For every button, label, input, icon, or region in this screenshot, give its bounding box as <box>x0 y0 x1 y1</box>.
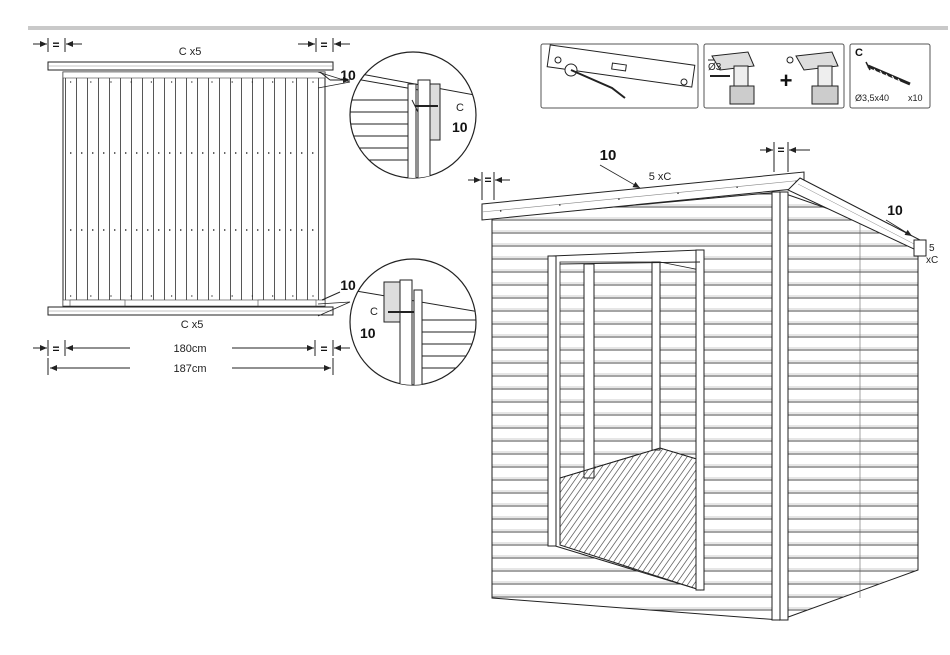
screw-count: x10 <box>908 93 923 103</box>
header-bar <box>28 26 948 30</box>
tool-level-box <box>541 44 698 108</box>
detail-top-step: 10 <box>452 119 468 135</box>
plan-top-left-equal: = <box>52 38 59 52</box>
dim-left-equal: = <box>52 342 59 356</box>
shed-step-side: 10 <box>887 202 903 218</box>
drill-bit-label: Ø3 <box>708 62 722 73</box>
shed-side-screw: xC <box>926 255 938 266</box>
roof-plan-view: = = C x5 10 10 C x5 <box>33 38 356 375</box>
shed-right-equal: = <box>777 143 784 157</box>
shed-side-wall <box>780 192 918 620</box>
shed-step-front: 10 <box>600 147 617 164</box>
tool-plus-sign: + <box>780 68 793 93</box>
shed-side-count: 5 <box>929 243 935 254</box>
plan-top-label: C x5 <box>179 46 202 58</box>
screw-size: Ø3,5x40 <box>855 93 889 103</box>
detail-bottom-screw: C <box>370 306 378 318</box>
dim-right-equal: = <box>320 342 327 356</box>
shed-front-screws: 5 xC <box>649 171 672 183</box>
plan-roof-boards <box>63 72 325 306</box>
tool-drill-box: Ø3 + <box>704 44 844 108</box>
shed-left-equal: = <box>484 173 491 187</box>
screw-label: C <box>855 47 863 59</box>
shed-side-batten-end <box>914 240 926 256</box>
detail-bottom-step: 10 <box>360 325 376 341</box>
shed-isometric-view: 10 5 xC = = 10 5 xC <box>468 142 938 620</box>
plan-step-bottom: 10 <box>340 277 356 293</box>
dim-outer-width: 187cm <box>173 363 206 375</box>
plan-top-right-equal: = <box>320 38 327 52</box>
plan-step-top: 10 <box>340 67 356 83</box>
detail-top-screw: C <box>456 102 464 114</box>
shed-right-equal-mark <box>760 142 810 172</box>
plan-bottom-label: C x5 <box>181 319 204 331</box>
tool-screw-box: C Ø3,5x40 x10 <box>850 44 930 108</box>
shed-front-corner-post <box>772 192 780 620</box>
dim-inner-width: 180cm <box>173 343 206 355</box>
